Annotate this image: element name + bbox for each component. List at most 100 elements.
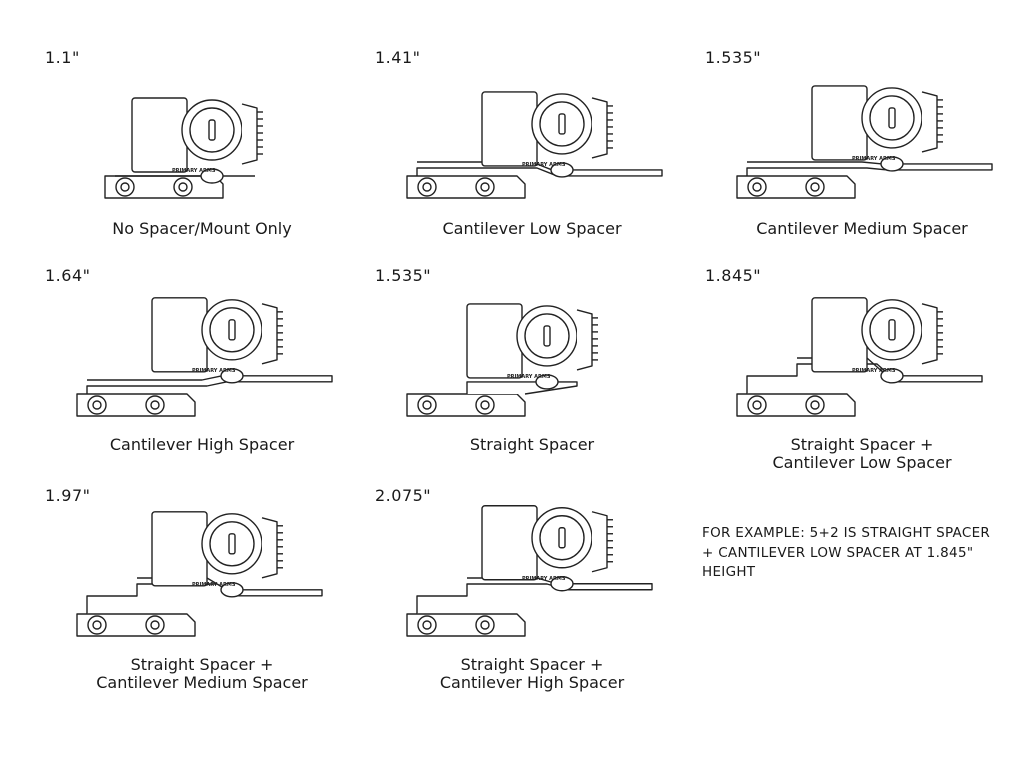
mount-drawing: PRIMARY ARMS (76, 511, 323, 637)
adjuster-knob-icon (880, 156, 904, 172)
eyepiece (591, 511, 608, 573)
caption-line-1: Straight Spacer + (790, 435, 934, 454)
cantilever-spacer (416, 161, 663, 177)
caption: No Spacer/Mount Only (37, 220, 367, 238)
caption-line-1: Straight Spacer (469, 435, 595, 454)
adjuster-knob-icon (220, 368, 244, 384)
mount-drawing: PRIMARY ARMS (406, 91, 663, 199)
mount-illustration: PRIMARY ARMS (406, 505, 653, 637)
adjuster-knob-icon (535, 374, 559, 390)
config-no-spacer: 1.1" PRIMARY ARMS No Spacer/Mount Only (37, 48, 367, 263)
eyepiece (576, 309, 593, 371)
base-clamp (406, 175, 526, 199)
adjuster-knob-icon (880, 368, 904, 384)
straight-spacer (466, 381, 578, 395)
optic-housing (151, 511, 208, 587)
caption: Straight Spacer + Cantilever High Spacer (367, 656, 697, 692)
cantilever-spacer (746, 161, 993, 176)
height-label: 1.535" (705, 48, 762, 67)
turret-slot-icon (543, 325, 551, 347)
base-clamp (406, 613, 526, 637)
eyepiece (921, 303, 938, 365)
engraving-text: PRIMARY ARMS (172, 168, 216, 174)
height-label: 1.845" (705, 266, 762, 285)
mount-illustration: PRIMARY ARMS (736, 85, 993, 199)
caption: Straight Spacer (367, 436, 697, 454)
mount-illustration: PRIMARY ARMS (76, 511, 323, 637)
clamp-screw-inner-icon (422, 400, 432, 410)
height-label: 1.1" (45, 48, 80, 67)
caption: Cantilever High Spacer (37, 436, 367, 454)
mount-illustration: PRIMARY ARMS (76, 297, 333, 417)
engraving-text: PRIMARY ARMS (507, 374, 551, 380)
mount-drawing: PRIMARY ARMS (406, 505, 653, 637)
caption-line-1: Cantilever Medium Spacer (756, 219, 968, 238)
engraving-text: PRIMARY ARMS (852, 156, 896, 162)
engraving-text: PRIMARY ARMS (192, 368, 236, 374)
eyepiece (591, 97, 608, 159)
adjuster-knob-icon (550, 162, 574, 178)
config-straight-plus-cantilever-medium: 1.97" PRIMARY ARMS Straight Spacer + Can… (37, 486, 367, 701)
caption: Cantilever Medium Spacer (697, 220, 1024, 238)
eyepiece (241, 103, 258, 165)
caption-line-1: Cantilever High Spacer (109, 435, 295, 454)
engraving-text: PRIMARY ARMS (192, 582, 236, 588)
eyepiece (921, 91, 938, 153)
eyepiece (261, 303, 278, 365)
config-cantilever-low: 1.41" PRIMARY ARMS Cantilever Low Spacer (367, 48, 697, 263)
combo-spacer (416, 577, 653, 614)
caption-line-1: Straight Spacer + (460, 655, 604, 674)
turret-slot-icon (888, 319, 896, 341)
config-straight: 1.535" PRIMARY ARMS Straight Spacer (367, 266, 697, 481)
engraving-text: PRIMARY ARMS (522, 162, 566, 168)
caption-line-2: Cantilever Low Spacer (772, 453, 952, 472)
engraving-text: PRIMARY ARMS (522, 576, 566, 582)
config-straight-plus-cantilever-low: 1.845" PRIMARY ARMS Straight Spacer + Ca… (697, 266, 1024, 481)
optic-housing (481, 505, 538, 581)
base-clamp (406, 393, 526, 417)
caption: Cantilever Low Spacer (367, 220, 697, 238)
adjuster-knob-icon (200, 168, 224, 184)
clamp-screw-inner-icon (422, 182, 432, 192)
clamp-screw-inner-icon (752, 182, 762, 192)
mount-illustration: PRIMARY ARMS (104, 97, 263, 199)
optic-housing (466, 303, 523, 379)
clamp-screw-inner-icon (480, 182, 490, 192)
example-note: FOR EXAMPLE: 5+2 IS STRAIGHT SPACER + CA… (702, 525, 991, 580)
clamp-screw-inner-icon (150, 400, 160, 410)
engraving-text: PRIMARY ARMS (852, 368, 896, 374)
optic-housing (811, 85, 868, 161)
turret-slot-icon (888, 107, 896, 129)
clamp-screw-inner-icon (752, 400, 762, 410)
mount-drawing: PRIMARY ARMS (406, 303, 598, 417)
clamp-screw-inner-icon (480, 400, 490, 410)
optic-housing (481, 91, 538, 167)
config-straight-plus-cantilever-high: 2.075" PRIMARY ARMS Straight Spacer + Ca… (367, 486, 697, 701)
clamp-screw-inner-icon (150, 620, 160, 630)
height-label: 1.64" (45, 266, 91, 285)
mount-drawing: PRIMARY ARMS (736, 85, 993, 199)
base-clamp (736, 175, 856, 199)
clamp-screw-inner-icon (92, 620, 102, 630)
caption-line-2: Cantilever High Spacer (439, 673, 625, 692)
base-clamp (736, 393, 856, 417)
base-clamp (76, 393, 196, 417)
caption-line-1: No Spacer/Mount Only (112, 219, 292, 238)
caption-line-1: Straight Spacer + (130, 655, 274, 674)
eyepiece (261, 517, 278, 579)
config-cantilever-high: 1.64" PRIMARY ARMS Cantilever High Space… (37, 266, 367, 481)
height-label: 2.075" (375, 486, 432, 505)
clamp-screw-inner-icon (178, 182, 188, 192)
mount-illustration: PRIMARY ARMS (406, 303, 598, 417)
height-label: 1.97" (45, 486, 91, 505)
mount-drawing: PRIMARY ARMS (104, 97, 263, 199)
adjuster-knob-icon (550, 576, 574, 592)
clamp-screw-inner-icon (422, 620, 432, 630)
caption-line-1: Cantilever Low Spacer (442, 219, 622, 238)
mount-drawing: PRIMARY ARMS (76, 297, 333, 417)
optic-housing (151, 297, 208, 373)
turret-slot-icon (228, 533, 236, 555)
clamp-screw-inner-icon (810, 182, 820, 192)
caption-line-2: Cantilever Medium Spacer (96, 673, 308, 692)
clamp-screw-inner-icon (120, 182, 130, 192)
